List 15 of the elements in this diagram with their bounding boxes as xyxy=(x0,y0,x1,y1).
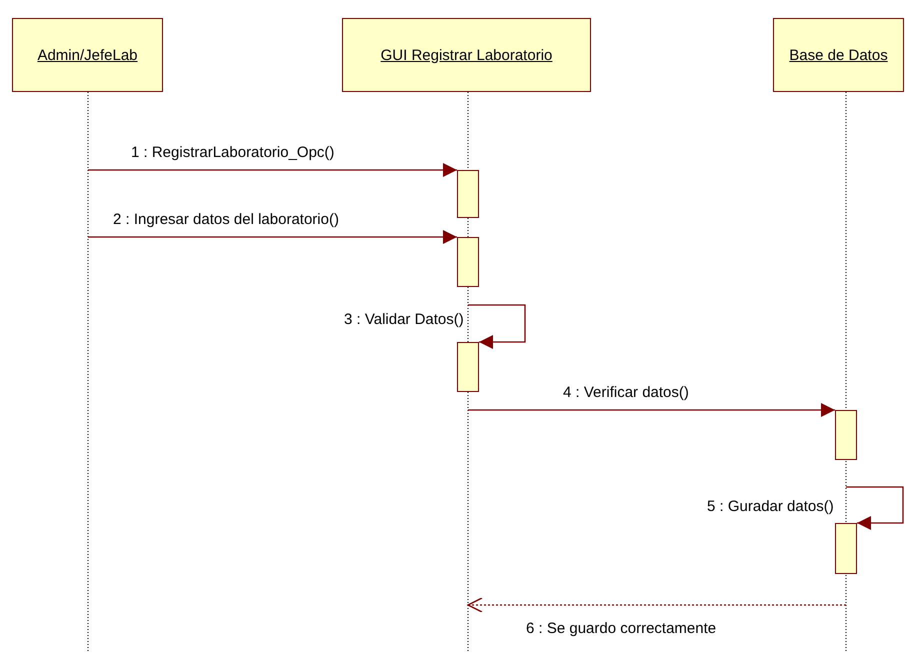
message-label: 5 : Guradar datos() xyxy=(706,498,835,515)
lifeline-name: Base de Datos xyxy=(789,46,888,64)
message-label: 2 : Ingresar datos del laboratorio() xyxy=(112,211,340,228)
lifeline-name: GUI Registrar Laboratorio xyxy=(380,46,552,64)
lifeline-name: Admin/JefeLab xyxy=(37,46,138,64)
message-arrow xyxy=(468,304,526,349)
message-arrow xyxy=(846,486,904,530)
message-label: 3 : Validar Datos() xyxy=(343,311,465,328)
message-label: 4 : Verificar datos() xyxy=(562,384,690,401)
return-message-arrow xyxy=(467,597,846,613)
message-arrow xyxy=(468,403,835,417)
message-label: 6 : Se guardo correctamente xyxy=(525,620,718,637)
message-label: 1 : RegistrarLaboratorio_Opc() xyxy=(130,144,336,161)
message-arrow xyxy=(88,230,457,244)
message-arrow xyxy=(88,163,457,177)
